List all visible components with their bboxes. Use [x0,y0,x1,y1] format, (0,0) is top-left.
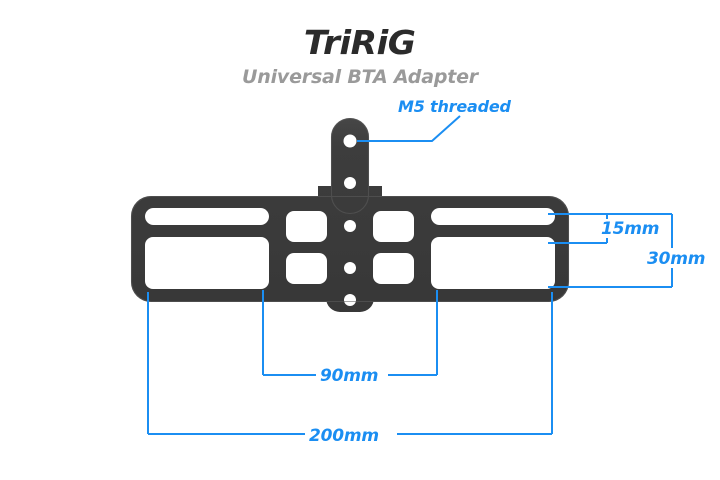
adapter-plate [120,108,590,323]
dim-30mm-label-bg [643,248,713,268]
m5-leader-line [357,115,461,142]
m5-callout-label: M5 threaded [398,97,512,116]
dimension-200mm: 200mm [147,292,553,446]
dim-15mm-label: 15mm [601,219,659,239]
dim-30mm-label: 30mm [647,249,705,269]
dim-200mm-label-bg [305,424,397,445]
dimension-30mm: 30mm [548,213,713,288]
callout-m5-threaded: M5 threaded [357,97,512,142]
dim-90mm-label-bg [316,365,388,385]
dim-15mm-label-bg [597,219,657,238]
dim-90mm-label: 90mm [320,366,378,386]
dimension-90mm: 90mm [262,290,438,386]
dim-200mm-label: 200mm [309,426,379,446]
